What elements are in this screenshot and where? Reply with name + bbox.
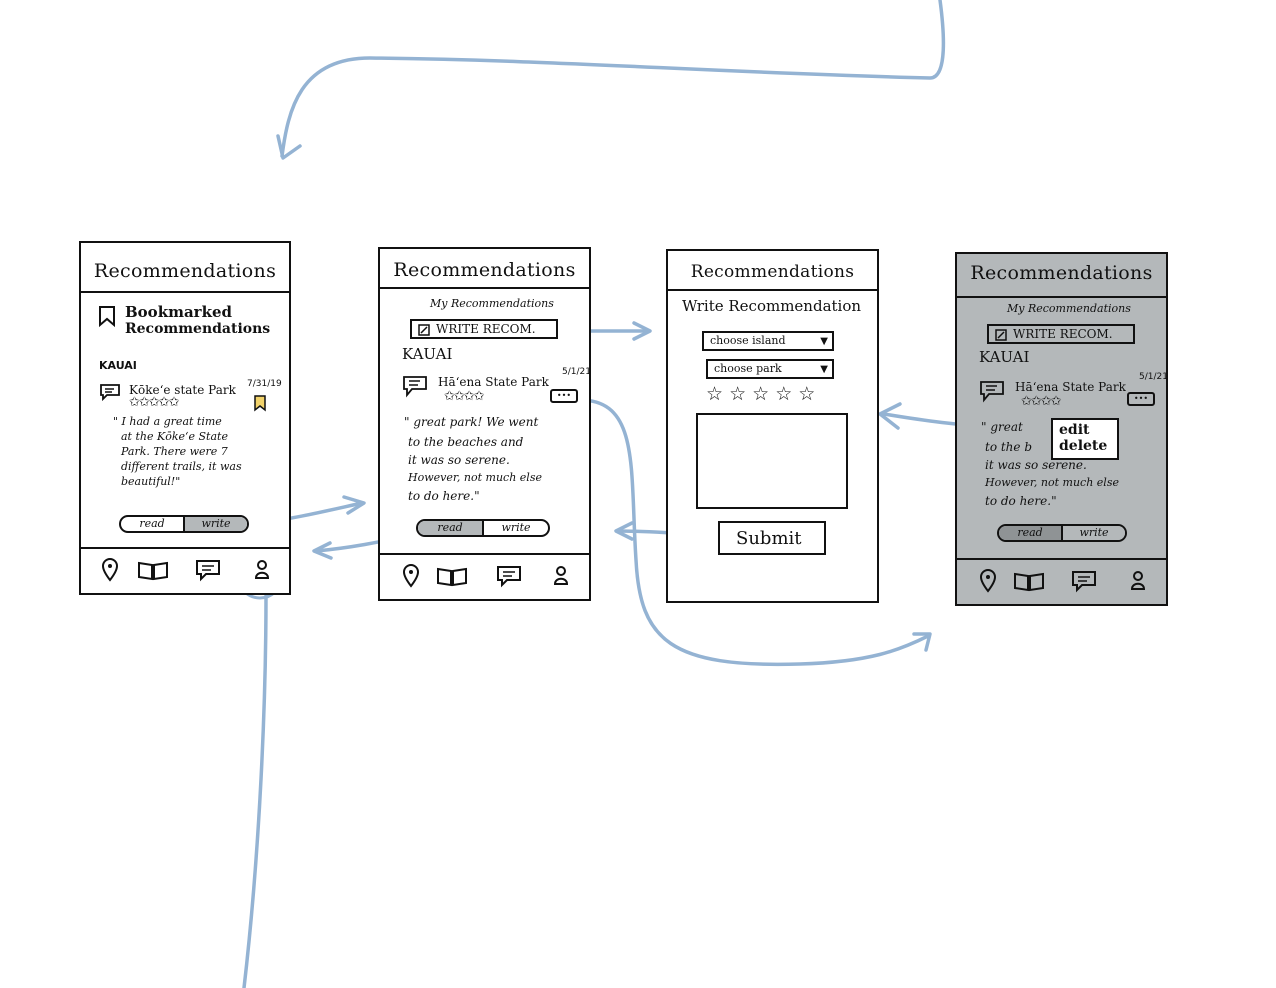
submit-label: Submit (736, 528, 802, 549)
subtitle: My Recommendations (1007, 302, 1131, 315)
submit-button[interactable]: Submit (718, 521, 826, 555)
bottom-nav (380, 553, 589, 599)
book-icon[interactable] (436, 563, 468, 589)
review-line: " great (981, 420, 1023, 434)
screen-my-recommendations: Recommendations My Recommendations WRITE… (378, 247, 591, 601)
write-recommendation-button[interactable]: WRITE RECOM. (410, 319, 558, 339)
read-write-toggle: read write (416, 519, 550, 537)
more-icon: ••• (556, 391, 572, 400)
island-heading: KAUAI (99, 359, 137, 372)
read-tab[interactable]: read (999, 526, 1061, 540)
bottom-nav (957, 558, 1166, 604)
island-heading: KAUAI (979, 348, 1030, 366)
write-button-label: WRITE RECOM. (1013, 327, 1113, 341)
map-pin-icon[interactable] (398, 563, 424, 589)
more-options-button[interactable]: ••• (1127, 392, 1155, 406)
options-popup-menu: edit delete (1051, 418, 1119, 460)
write-recommendation-button[interactable]: WRITE RECOM. (987, 324, 1135, 344)
screen-header: Recommendations (380, 249, 589, 289)
screen-bookmarked: Recommendations Bookmarked Recommendatio… (79, 241, 291, 595)
rating-stars: ✩✩✩✩✩ (129, 395, 179, 410)
read-write-toggle: read write (997, 524, 1127, 542)
profile-icon[interactable] (249, 557, 275, 583)
park-name: Hāʻena State Park (1015, 380, 1126, 394)
chat-icon[interactable] (195, 557, 221, 583)
book-icon[interactable] (1013, 568, 1045, 594)
comment-icon (980, 381, 1004, 403)
comment-icon (100, 384, 120, 402)
chat-icon[interactable] (1071, 568, 1097, 594)
park-select[interactable]: choose park (706, 359, 834, 379)
rating-stars: ✩✩✩✩ (1021, 394, 1062, 409)
write-button-label: WRITE RECOM. (436, 322, 536, 336)
review-line: to do here." (408, 489, 480, 503)
more-icon: ••• (1133, 394, 1149, 403)
rating-input-stars[interactable]: ☆ ☆ ☆ ☆ ☆ (706, 383, 816, 405)
review-line: to do here." (985, 494, 1057, 508)
arrow-edit-to-write-head (878, 402, 902, 430)
arrow-top-return (280, 0, 946, 158)
screen-header: Recommendations (668, 251, 877, 291)
subtitle: My Recommendations (430, 297, 554, 310)
review-line: different trails, it was (121, 460, 242, 473)
review-date: 5/1/21 (1139, 372, 1168, 382)
edit-icon (418, 324, 430, 336)
review-line: to the b (985, 440, 1033, 454)
review-line: " I had a great time (113, 415, 222, 428)
arrow-profile-down (242, 594, 268, 988)
more-options-button[interactable]: ••• (550, 389, 578, 403)
edit-option[interactable]: edit (1059, 422, 1090, 438)
arrow-more-to-options (578, 398, 930, 667)
review-line: However, not much else (408, 471, 542, 484)
park-name: Hāʻena State Park (438, 375, 549, 389)
bookmark-icon (99, 306, 115, 328)
book-icon[interactable] (137, 557, 169, 583)
section-title-line2: Recommendations (125, 321, 271, 337)
edit-icon (995, 329, 1007, 341)
section-title: Bookmarked (125, 303, 232, 321)
rating-stars: ✩✩✩✩ (444, 389, 485, 404)
review-line: at the Kōkeʻe State (121, 430, 228, 443)
review-textarea[interactable] (696, 413, 848, 509)
form-title: Write Recommendation (682, 297, 862, 315)
review-line: to the beaches and (408, 435, 524, 449)
review-line: beautiful!" (121, 475, 181, 488)
park-name: Kōkeʻe state Park (129, 383, 236, 397)
island-select[interactable]: choose island (702, 331, 834, 351)
review-line: However, not much else (985, 476, 1119, 489)
write-tab[interactable]: write (1061, 526, 1125, 540)
write-tab[interactable]: write (482, 521, 548, 535)
screen-header: Recommendations (957, 254, 1166, 298)
read-tab[interactable]: read (139, 517, 165, 530)
profile-icon[interactable] (548, 563, 574, 589)
map-pin-icon[interactable] (97, 557, 123, 583)
screen-options-menu: Recommendations My Recommendations WRITE… (955, 252, 1168, 606)
arrow-top-return-head (276, 134, 302, 160)
delete-option[interactable]: delete (1059, 438, 1108, 454)
read-write-toggle: read write (119, 515, 249, 533)
chat-icon[interactable] (496, 563, 522, 589)
profile-icon[interactable] (1125, 568, 1151, 594)
read-tab[interactable]: read (418, 521, 482, 535)
arrow-read-to-bookmarked-head (312, 541, 333, 560)
review-date: 5/1/21 (562, 367, 591, 377)
arrow-submit-back-head (614, 521, 634, 541)
comment-icon (403, 376, 427, 398)
arrow-recom-to-write-head (632, 321, 652, 341)
write-tab[interactable]: write (183, 517, 247, 531)
map-pin-icon[interactable] (975, 568, 1001, 594)
bookmark-filled-icon[interactable] (253, 394, 267, 412)
island-heading: KAUAI (402, 345, 453, 363)
screen-write-recommendation: Recommendations Write Recommendation cho… (666, 249, 879, 603)
screen-header: Recommendations (81, 243, 289, 293)
review-line: " great park! We went (404, 415, 539, 429)
arrow-write-to-my-recs-head (342, 495, 366, 515)
review-date: 7/31/19 (247, 379, 282, 389)
review-line: it was so serene. (408, 453, 510, 467)
bottom-nav (81, 547, 289, 593)
review-line: it was so serene. (985, 458, 1087, 472)
review-line: Park. There were 7 (121, 445, 228, 458)
arrow-more-to-options-head (912, 632, 932, 652)
